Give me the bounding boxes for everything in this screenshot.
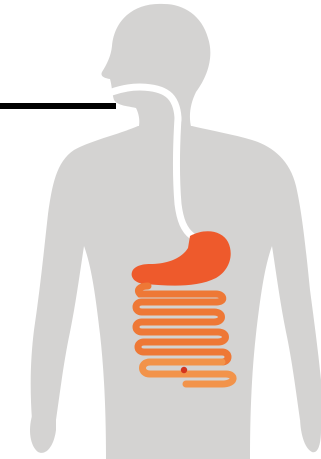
marker-dot bbox=[181, 367, 187, 373]
small-intestine bbox=[136, 286, 228, 362]
head bbox=[101, 4, 210, 130]
left-hand bbox=[30, 416, 56, 453]
right-hand bbox=[300, 416, 321, 452]
callout-pointer-line bbox=[0, 103, 116, 109]
human-body-silhouette bbox=[30, 4, 321, 459]
